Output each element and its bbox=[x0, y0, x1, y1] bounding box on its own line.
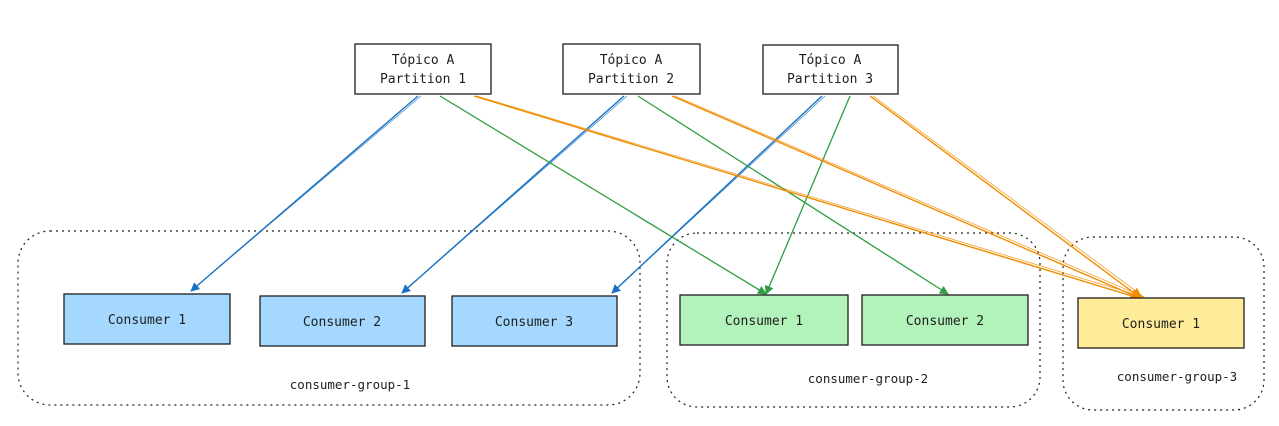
partition-topic-label: Tópico A bbox=[600, 53, 663, 68]
consumer-node[interactable]: Consumer 2 bbox=[861, 294, 1029, 346]
consumer-label: Consumer 1 bbox=[1122, 317, 1200, 332]
consumer-label: Consumer 2 bbox=[303, 315, 381, 330]
edge-p3-to-g2c1[interactable] bbox=[765, 95, 851, 295]
edges-layer bbox=[190, 95, 1145, 302]
edge-p1-to-g1c1-sketch bbox=[192, 95, 422, 290]
group-label: consumer-group-2 bbox=[808, 371, 928, 386]
consumer-label: Consumer 1 bbox=[108, 313, 186, 328]
edge-p2-to-g1c2-sketch bbox=[403, 95, 628, 292]
partition-number-label: Partition 3 bbox=[787, 72, 873, 87]
consumer-box bbox=[63, 293, 231, 345]
edge-p2-to-g2c2[interactable] bbox=[637, 95, 949, 295]
consumer-label: Consumer 1 bbox=[725, 314, 803, 329]
partition-node[interactable]: Tópico A Partition 1 bbox=[354, 43, 492, 95]
consumer-node[interactable]: Consumer 2 bbox=[259, 295, 426, 347]
partition-node[interactable]: Tópico A Partition 3 bbox=[762, 44, 899, 95]
consumer-box bbox=[1077, 297, 1245, 349]
edge-p3-to-g3c1[interactable] bbox=[869, 95, 1143, 300]
group-label: consumer-group-3 bbox=[1117, 369, 1237, 384]
consumer-box bbox=[679, 294, 849, 346]
consumer-label: Consumer 3 bbox=[495, 315, 573, 330]
partition-topic-label: Tópico A bbox=[392, 53, 455, 68]
consumer-box bbox=[451, 295, 618, 347]
group-label: consumer-group-1 bbox=[290, 377, 410, 392]
consumer-node[interactable]: Consumer 3 bbox=[451, 295, 618, 347]
edge-p1-to-g3c1[interactable] bbox=[473, 95, 1144, 302]
consumer-node[interactable]: Consumer 1 bbox=[679, 294, 849, 346]
partition-number-label: Partition 1 bbox=[380, 72, 466, 87]
edge-p2-to-g3c1-sketch bbox=[674, 95, 1145, 298]
consumer-label: Consumer 2 bbox=[906, 314, 984, 329]
edge-p3-to-g3c1-sketch bbox=[872, 95, 1145, 298]
consumer-node[interactable]: Consumer 1 bbox=[1077, 297, 1245, 349]
edge-p1-to-g2c1[interactable] bbox=[439, 95, 767, 295]
edge-p1-to-g3c1-sketch bbox=[476, 95, 1145, 298]
partition-topic-label: Tópico A bbox=[799, 53, 862, 68]
partition-node[interactable]: Tópico A Partition 2 bbox=[562, 43, 701, 95]
consumer-box bbox=[259, 295, 426, 347]
consumer-box bbox=[861, 294, 1029, 346]
edge-p3-to-g1c3-sketch bbox=[613, 95, 826, 292]
edge-p2-to-g3c1[interactable] bbox=[671, 95, 1144, 301]
partition-number-label: Partition 2 bbox=[588, 72, 674, 87]
consumer-node[interactable]: Consumer 1 bbox=[63, 293, 231, 345]
